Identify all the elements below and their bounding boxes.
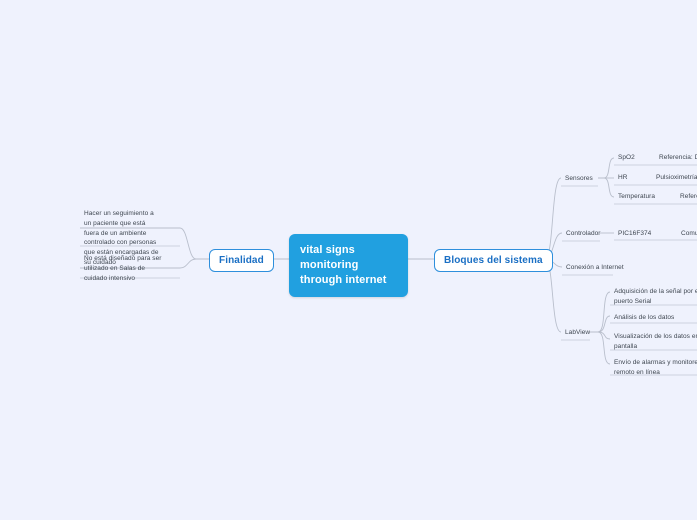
leaf-sensor-spo2[interactable]: SpO2 <box>618 154 635 161</box>
leaf-labview-4[interactable]: Envío de alarmas y monitoreo remoto en l… <box>614 359 697 376</box>
leaf-sensor-temperatura[interactable]: Temperatura <box>618 193 656 200</box>
leaf-controlador-pic-detail[interactable]: Comu <box>681 230 697 237</box>
group-conexion-a-internet[interactable]: Conexión a Internet <box>566 264 624 271</box>
node-bloques-del-sistema[interactable]: Bloques del sistema <box>434 249 553 272</box>
leaf-labview-1[interactable]: Adquisición de la señal por el puerto Se… <box>614 288 697 305</box>
leaf-sensor-hr-detail[interactable]: Pulsioximetría <box>656 174 697 181</box>
leaf-labview-3[interactable]: Visualización de los datos en pantalla <box>614 333 697 350</box>
group-sensores[interactable]: Sensores <box>565 175 593 182</box>
leaf-sensor-hr[interactable]: HR <box>618 174 628 181</box>
leaf-finalidad-1[interactable]: Hacer un seguimiento a un paciente que e… <box>84 210 159 266</box>
leaf-finalidad-2[interactable]: No está diseñado para ser utilizado en S… <box>84 255 162 282</box>
root-node[interactable]: vital signs monitoring through internet <box>289 234 408 297</box>
leaf-labview-2[interactable]: Análisis de los datos <box>614 314 675 321</box>
group-labview[interactable]: LabView <box>565 329 591 336</box>
leaf-sensor-spo2-detail[interactable]: Referencia: DS <box>659 154 697 161</box>
leaf-controlador-pic[interactable]: PIC16F374 <box>618 230 652 237</box>
group-controlador[interactable]: Controlador <box>566 230 601 237</box>
node-finalidad[interactable]: Finalidad <box>209 249 274 272</box>
leaf-sensor-temperatura-detail[interactable]: Referen <box>680 193 697 200</box>
